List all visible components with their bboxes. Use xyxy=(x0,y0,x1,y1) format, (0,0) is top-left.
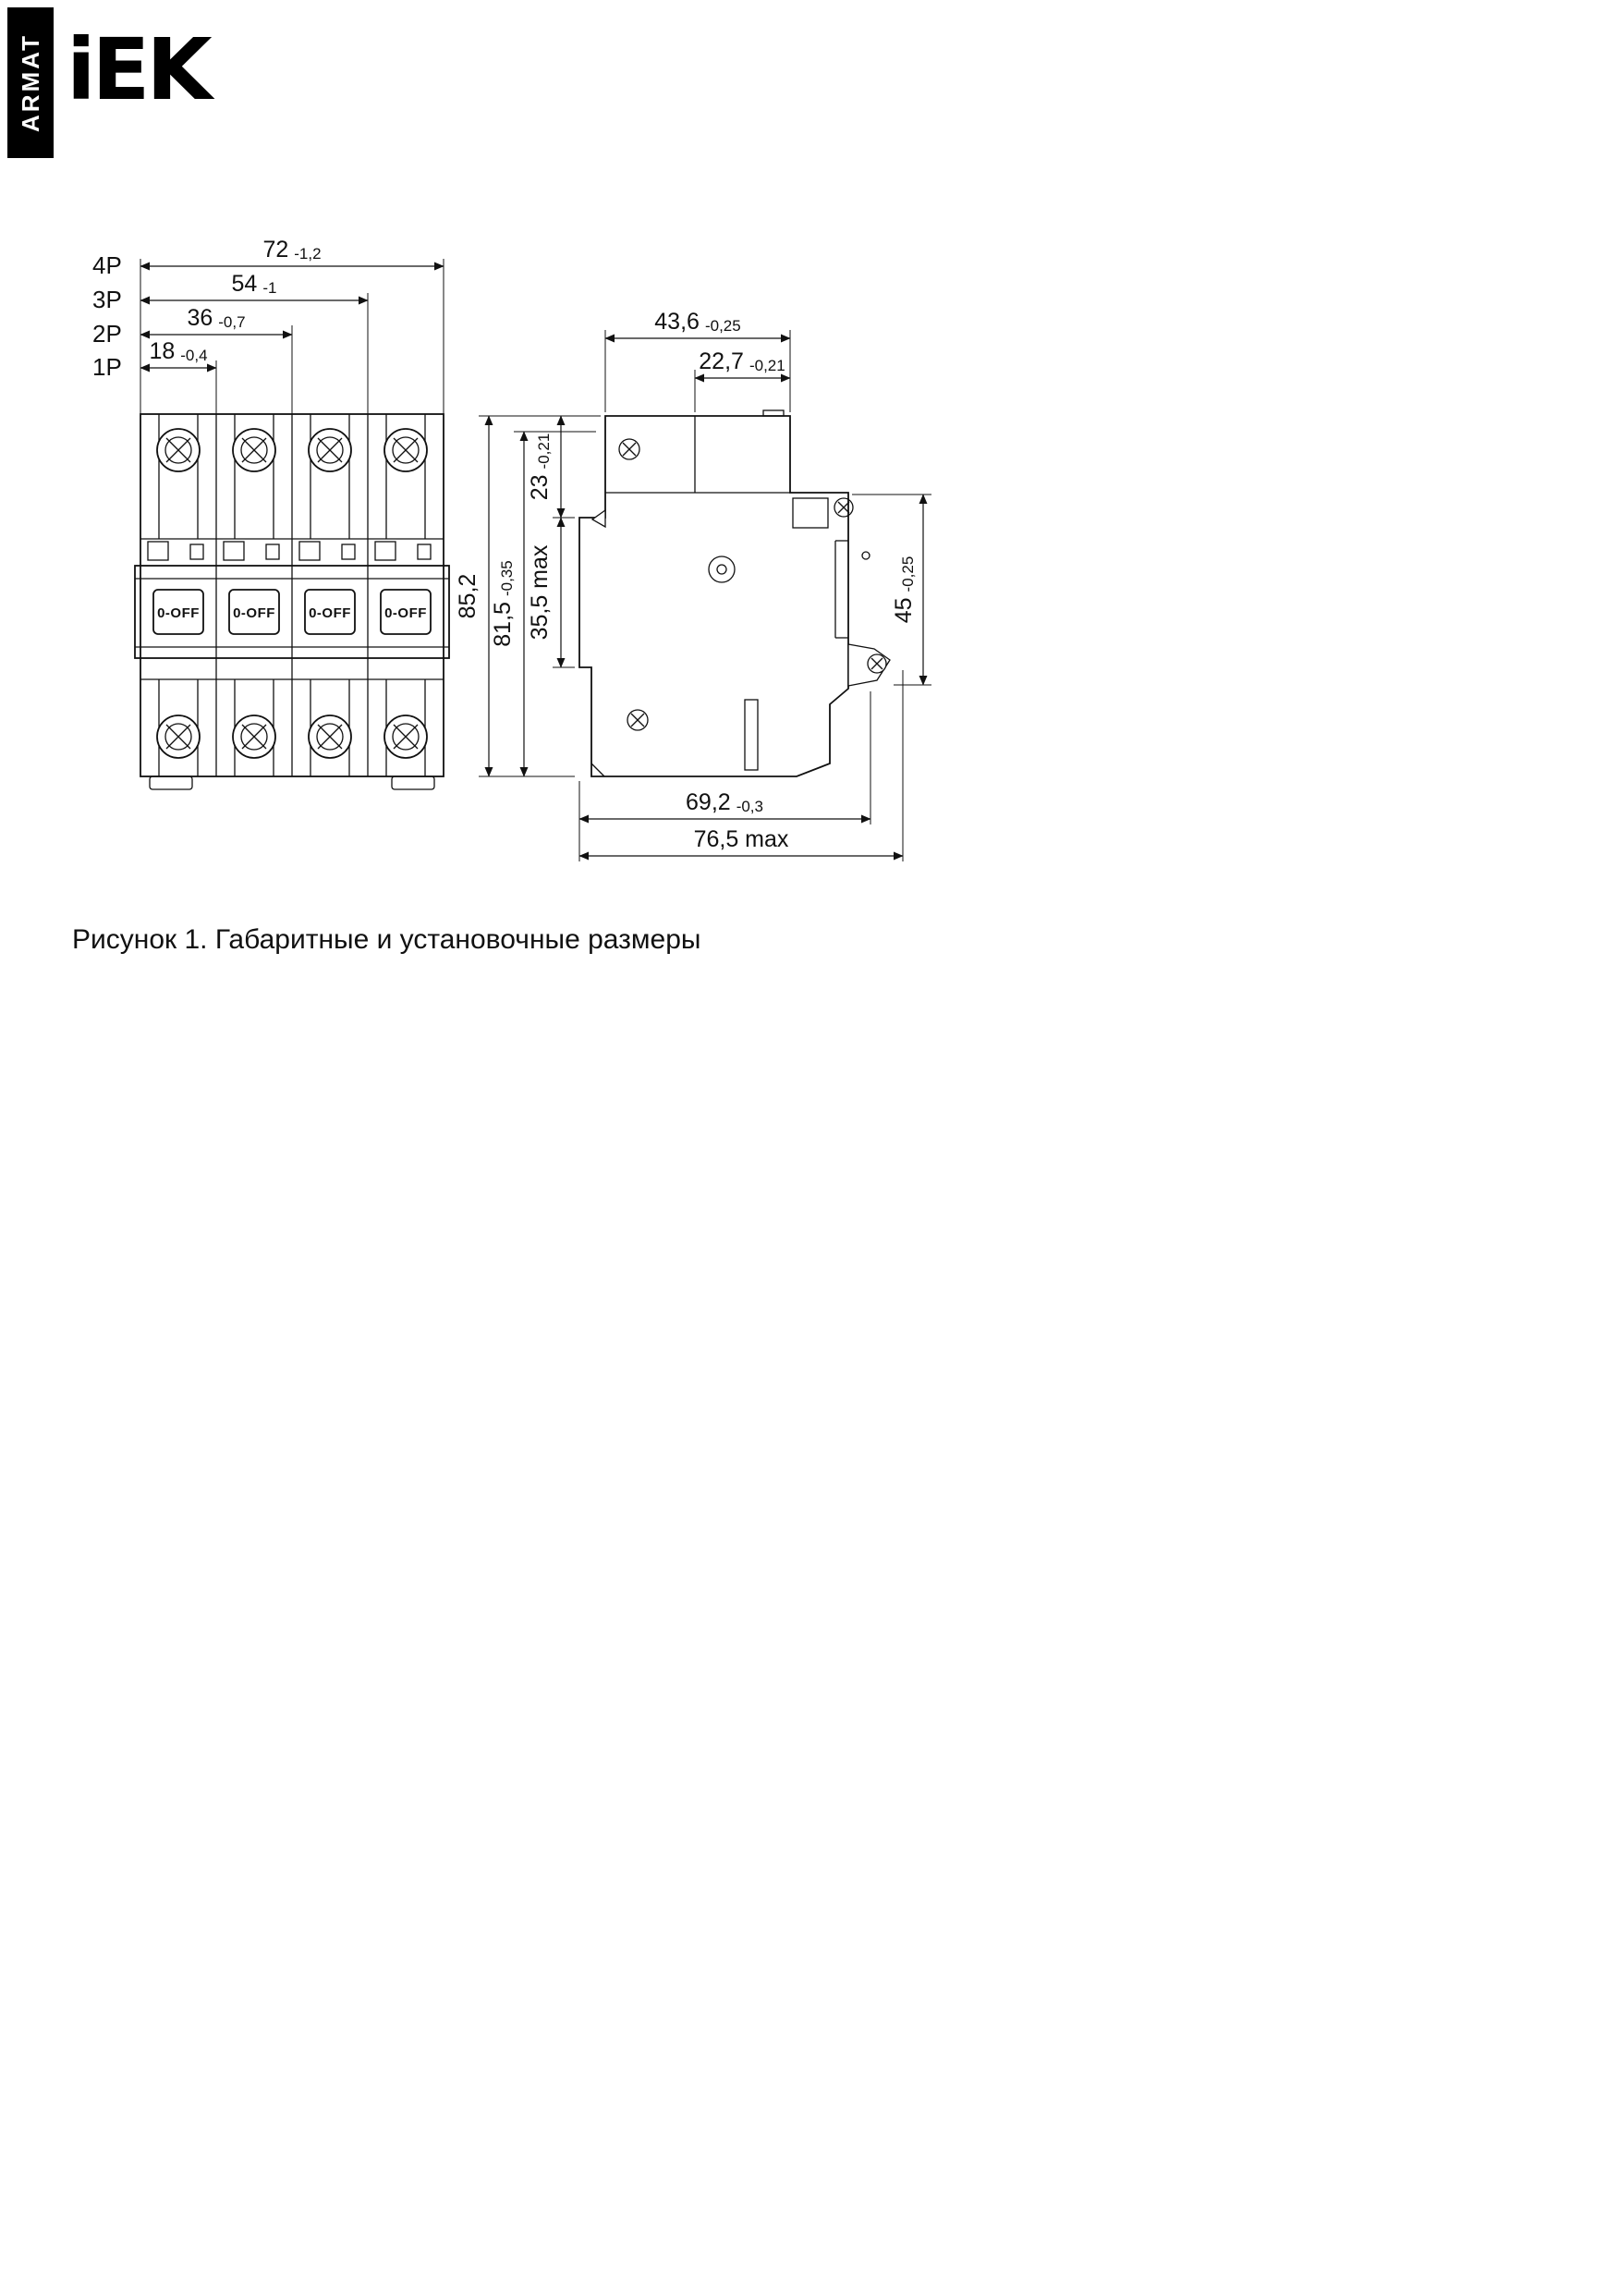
dim-tolerance: -0,21 xyxy=(535,434,553,470)
dim-value: 54 xyxy=(232,271,258,297)
dim-front-top-height: 23 -0,21 xyxy=(527,434,553,501)
side-view-dimensions: 43,6 -0,25 22,7 -0,21 23 -0,21 35,5 max 81,… xyxy=(455,309,931,861)
dim-top-inner-width: 22,7 -0,21 xyxy=(699,348,785,374)
dim-tolerance: -0,35 xyxy=(498,560,516,596)
dim-value: 43,6 xyxy=(654,309,700,335)
pole-count-4p: 4P xyxy=(92,251,122,279)
dim-tolerance: -1,2 xyxy=(294,245,321,263)
dim-4p: 72 -1,2 xyxy=(262,237,321,263)
pole-label-text: 4P xyxy=(92,251,122,279)
front-view xyxy=(134,413,450,790)
dim-value: 76,5 max xyxy=(694,826,789,852)
dim-tolerance: -0,7 xyxy=(218,313,245,331)
dim-value: 35,5 max xyxy=(527,544,553,640)
dim-value: 72 xyxy=(262,237,288,263)
dim-value: 85,2 xyxy=(455,574,481,619)
dim-1p: 18 -0,4 xyxy=(149,338,207,364)
figure-caption: Рисунок 1. Габаритные и установочные раз… xyxy=(72,924,701,955)
dim-mount-depth: 69,2 -0,3 xyxy=(686,789,763,815)
dim-din-height: 45 -0,25 xyxy=(891,556,917,624)
armat-sidebar: ARMAT xyxy=(7,7,54,158)
side-profile-outline xyxy=(578,415,849,777)
dim-2p: 36 -0,7 xyxy=(187,305,245,331)
dim-tolerance: -1 xyxy=(262,279,276,297)
dim-value: 81,5 xyxy=(490,602,516,647)
pole-count-1p: 1P xyxy=(92,353,122,381)
side-view xyxy=(578,409,891,777)
pole-count-3p: 3P xyxy=(92,286,122,313)
front-view-dimensions: 4P 72 -1,2 3P 54-1 2P 36 -0,7 1P 18 -0,4 xyxy=(92,237,444,414)
dim-tolerance: -0,25 xyxy=(899,556,917,592)
dim-tolerance: -0,25 xyxy=(705,317,741,335)
pole-label-text: 2P xyxy=(92,320,122,348)
dimension-drawing: 0-OFF xyxy=(92,237,931,861)
dim-tolerance: -0,21 xyxy=(749,357,785,374)
dim-tolerance: -0,4 xyxy=(180,347,207,364)
dim-value: 69,2 xyxy=(686,789,731,815)
dim-value: 23 xyxy=(527,474,553,500)
pole-label-text: 1P xyxy=(92,353,122,381)
dim-tolerance: -0,3 xyxy=(736,798,763,815)
dim-top-width: 43,6 -0,25 xyxy=(654,309,740,335)
dim-total-height: 85,2 xyxy=(455,574,481,619)
dim-value: 22,7 xyxy=(699,348,744,374)
pole-count-2p: 2P xyxy=(92,320,122,348)
dim-front-mid-height: 35,5 max xyxy=(527,544,553,640)
dim-value: 18 xyxy=(149,338,175,364)
dim-3p: 54-1 xyxy=(232,271,277,297)
dim-body-height: 81,5 -0,35 xyxy=(490,560,516,646)
iek-logo: iEK xyxy=(67,20,213,119)
pole-label-text: 3P xyxy=(92,286,122,313)
dim-value: 36 xyxy=(187,305,213,331)
dim-max-depth: 76,5 max xyxy=(694,826,789,852)
dim-value: 45 xyxy=(891,597,917,623)
